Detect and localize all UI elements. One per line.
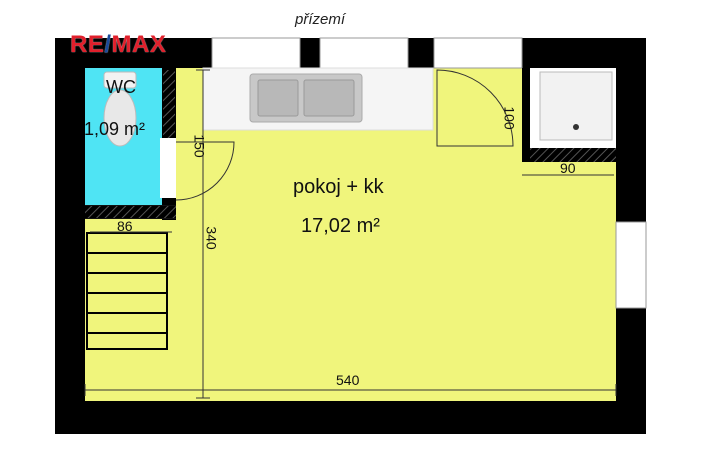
dim-right-door-label: 100 xyxy=(501,106,518,130)
window-top-2 xyxy=(319,37,409,69)
sink-bowl-left xyxy=(257,79,299,117)
dim-room-depth-label: 340 xyxy=(203,226,220,250)
dim-shower-label: 90 xyxy=(560,160,576,176)
window-top-3 xyxy=(433,37,523,69)
staircase xyxy=(86,232,168,350)
wc-door-opening xyxy=(160,138,176,198)
shower-drain-icon xyxy=(573,124,579,130)
brand-part-re: RE xyxy=(70,31,105,58)
shower-side-wall xyxy=(522,68,530,162)
main-room-name: pokoj + kk xyxy=(293,176,384,198)
window-right xyxy=(615,221,647,309)
toilet-icon xyxy=(103,89,137,147)
dim-room-width-label: 540 xyxy=(336,372,360,388)
right-door-swing xyxy=(436,69,514,147)
shower-wall xyxy=(528,148,616,162)
brand-part-max: MAX xyxy=(111,31,167,58)
wc-room-name: WC xyxy=(106,77,136,97)
floor-title: přízemí xyxy=(294,11,345,28)
window-top-1 xyxy=(211,37,301,69)
dim-wc-door-label: 150 xyxy=(191,134,208,158)
wc-door-swing xyxy=(175,141,235,201)
main-room-area: 17,02 m² xyxy=(301,215,380,237)
toilet-tank xyxy=(103,71,137,89)
sink-bowl-right xyxy=(303,79,355,117)
brand-part-slash: / xyxy=(104,31,112,58)
wc-side-hatch xyxy=(163,70,175,138)
dim-wc-width-label: 86 xyxy=(117,218,133,234)
brand-logo: RE/MAX xyxy=(70,31,166,59)
wc-wall-hatch xyxy=(85,206,176,218)
wc-room-area: 1,09 m² xyxy=(84,119,146,139)
